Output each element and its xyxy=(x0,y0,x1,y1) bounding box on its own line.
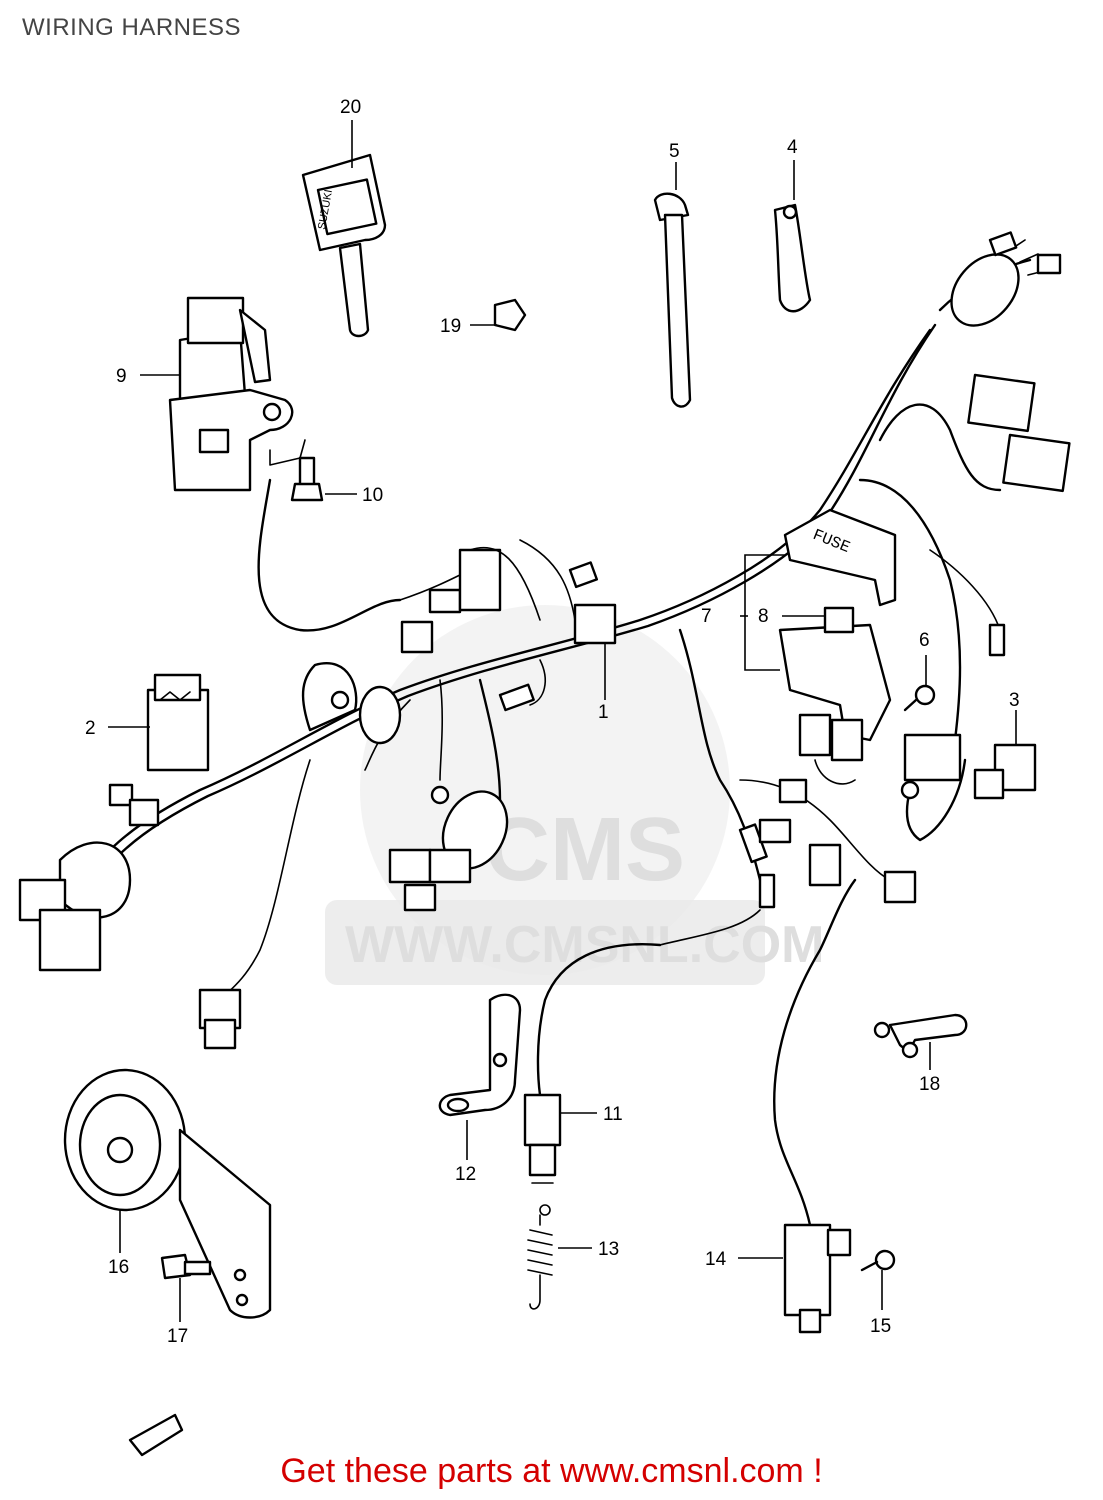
promo-link[interactable]: Get these parts at www.cmsnl.com ! xyxy=(280,1452,823,1490)
callout-20: 20 xyxy=(340,97,361,118)
page-title: WIRING HARNESS xyxy=(22,14,242,41)
callout-10: 10 xyxy=(362,485,383,506)
main-wiring-harness xyxy=(18,231,1071,1050)
callout-numbers: 20 5 4 19 9 10 7 8 6 3 2 1 11 12 13 14 1… xyxy=(85,97,1020,1347)
callout-8: 8 xyxy=(758,606,769,627)
cable-tie xyxy=(653,192,692,408)
ignition-switch xyxy=(168,296,306,492)
sensor-11 xyxy=(523,909,761,1184)
callout-14: 14 xyxy=(705,1249,727,1270)
relay xyxy=(146,673,210,772)
watermark-url: WWW.CMSNL.COM xyxy=(345,916,824,974)
clamp-4 xyxy=(773,203,812,313)
screw-6 xyxy=(903,684,936,712)
callout-13: 13 xyxy=(598,1239,619,1260)
right-connector xyxy=(900,733,1037,842)
clip-19 xyxy=(493,298,527,332)
bracket-12 xyxy=(438,993,522,1117)
callout-11: 11 xyxy=(603,1104,623,1125)
watermark: CMS WWW.CMSNL.COM xyxy=(325,605,824,985)
callout-5: 5 xyxy=(669,141,680,162)
callout-16: 16 xyxy=(108,1257,129,1278)
callout-12: 12 xyxy=(455,1164,476,1185)
spring-13 xyxy=(527,1204,553,1310)
clamp-18 xyxy=(873,1013,968,1059)
leader-lines xyxy=(108,120,1017,1322)
switch-14 xyxy=(773,878,857,1334)
callout-15: 15 xyxy=(870,1316,891,1337)
callout-3: 3 xyxy=(1009,690,1020,711)
fuse-box: FUSE xyxy=(778,508,897,785)
callout-7: 7 xyxy=(701,606,712,627)
forward-arrow: FWD xyxy=(128,1413,184,1457)
watermark-brand: CMS xyxy=(485,800,685,900)
screw-15 xyxy=(860,1249,896,1272)
callout-9: 9 xyxy=(116,366,127,387)
callout-19: 19 xyxy=(440,316,461,337)
callout-6: 6 xyxy=(919,630,930,651)
bolt-17 xyxy=(160,1253,212,1280)
bolt-10 xyxy=(290,456,324,502)
callout-18: 18 xyxy=(919,1074,940,1095)
horn xyxy=(63,1068,272,1319)
callout-17: 17 xyxy=(167,1326,188,1347)
callout-4: 4 xyxy=(787,137,798,158)
callout-2: 2 xyxy=(85,718,96,739)
callout-1: 1 xyxy=(598,702,609,723)
key: SUZUKI xyxy=(301,153,387,338)
